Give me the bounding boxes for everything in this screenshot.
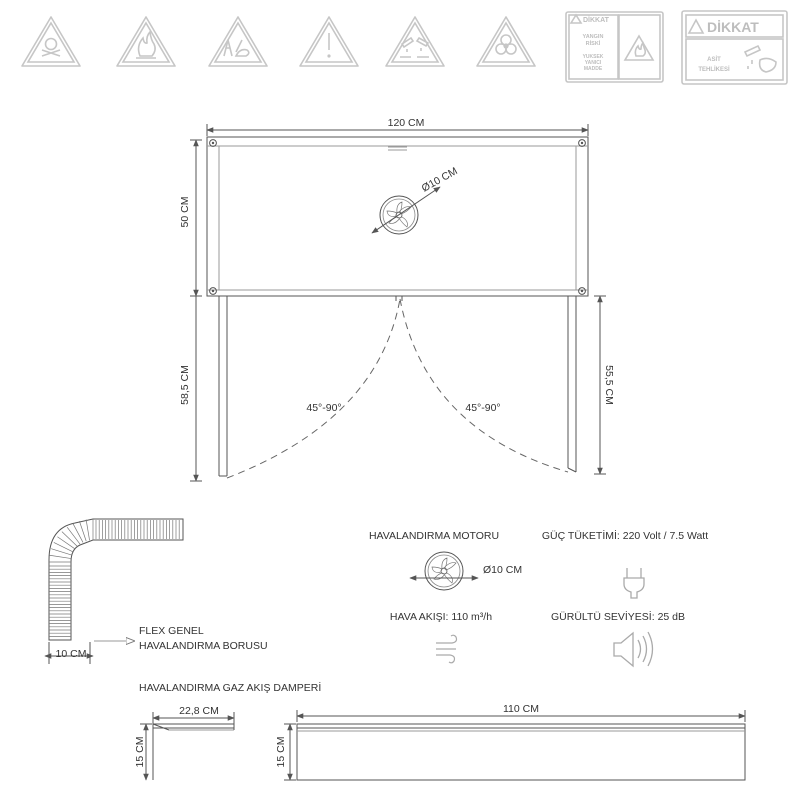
top-fan-diameter-label: Ø10 CM	[420, 165, 460, 194]
toxic-hazard-icon	[21, 16, 81, 67]
flex-hose-name-1: FLEX GENEL	[139, 625, 204, 637]
damper-drawing: HAVALANDIRMA GAZ AKIŞ DAMPERİ 22,8 CM 15…	[134, 681, 746, 781]
flex-hose-ribs	[49, 519, 180, 637]
right-door-angle-label: 45°-90°	[465, 402, 500, 414]
angle-height-label: 15 CM	[134, 737, 146, 768]
motor-diameter-label: Ø10 CM	[483, 564, 522, 576]
cabinet-width-label: 120 CM	[388, 117, 425, 129]
biohazard-icon	[476, 16, 536, 67]
lower-right-height-label: 55,5 CM	[603, 365, 615, 405]
fire-sign-text-3: YUKSEK	[583, 54, 604, 60]
hose-rib	[53, 542, 74, 553]
hose-rib	[79, 520, 87, 542]
flex-hose-width-label: 10 CM	[56, 648, 87, 660]
acid-warning-sign: DİKKAT ASİT TEHLİKESİ	[681, 10, 788, 85]
cabinet-drawing: 120 CM 50 CM 58,5 CM 55,5 CM Ø10 CM	[179, 117, 615, 482]
fire-sign-text-4: YANICI	[585, 60, 602, 66]
fire-sign-text-2: RİSKİ	[586, 40, 601, 47]
environmental-hazard-icon	[208, 16, 268, 67]
hose-rib	[85, 519, 90, 541]
bar-height-label: 15 CM	[275, 737, 287, 768]
hazard-signs-row: DİKKAT YANGIN RİSKİ YUKSEK YANICI MADDE …	[21, 10, 788, 85]
upper-height-label: 50 CM	[179, 197, 191, 228]
hose-rib	[49, 554, 72, 559]
bar-width-label: 110 CM	[503, 703, 539, 715]
motor-specs: HAVALANDIRMA MOTORU Ø10 CM GÜÇ TÜKETİMİ:…	[369, 529, 708, 668]
fire-sign-text-1: YANGIN	[583, 34, 604, 40]
flammable-hazard-icon	[116, 16, 176, 67]
fire-sign-header: DİKKAT	[583, 16, 610, 24]
hose-rib	[51, 548, 73, 556]
airflow-icon	[436, 634, 458, 664]
fire-risk-warning-sign: DİKKAT YANGIN RİSKİ YUKSEK YANICI MADDE	[565, 11, 664, 83]
acid-sign-text-1: ASİT	[707, 56, 721, 63]
acid-sign-header: DİKKAT	[707, 19, 759, 35]
hose-rib	[72, 523, 84, 543]
power-plug-icon	[623, 568, 645, 599]
power-consumption-label: GÜÇ TÜKETİMİ: 220 Volt / 7.5 Watt	[542, 529, 708, 542]
general-warning-icon	[299, 16, 359, 67]
flex-hose-drawing: 10 CM FLEX GENEL HAVALANDIRMA BORUSU	[44, 518, 268, 664]
hose-rib	[66, 527, 81, 545]
damper-title: HAVALANDIRMA GAZ AKIŞ DAMPERİ	[139, 681, 321, 694]
motor-title: HAVALANDIRMA MOTORU	[369, 530, 499, 542]
corrosive-hazard-icon	[385, 16, 445, 67]
acid-sign-text-2: TEHLİKESİ	[698, 66, 730, 73]
flex-hose-name-2: HAVALANDIRMA BORUSU	[139, 640, 268, 652]
angle-width-label: 22,8 CM	[179, 705, 219, 717]
lower-left-height-label: 58,5 CM	[179, 365, 191, 405]
fire-sign-text-5: MADDE	[584, 66, 603, 72]
noise-level-label: GÜRÜLTÜ SEVİYESİ: 25 dB	[551, 610, 685, 623]
motor-fan-icon	[424, 551, 464, 591]
airflow-label: HAVA AKIŞI: 110 m³/h	[390, 611, 492, 623]
left-door-angle-label: 45°-90°	[306, 402, 341, 414]
hose-rib	[61, 531, 78, 547]
speaker-icon	[613, 631, 654, 668]
hose-rib	[57, 536, 76, 550]
